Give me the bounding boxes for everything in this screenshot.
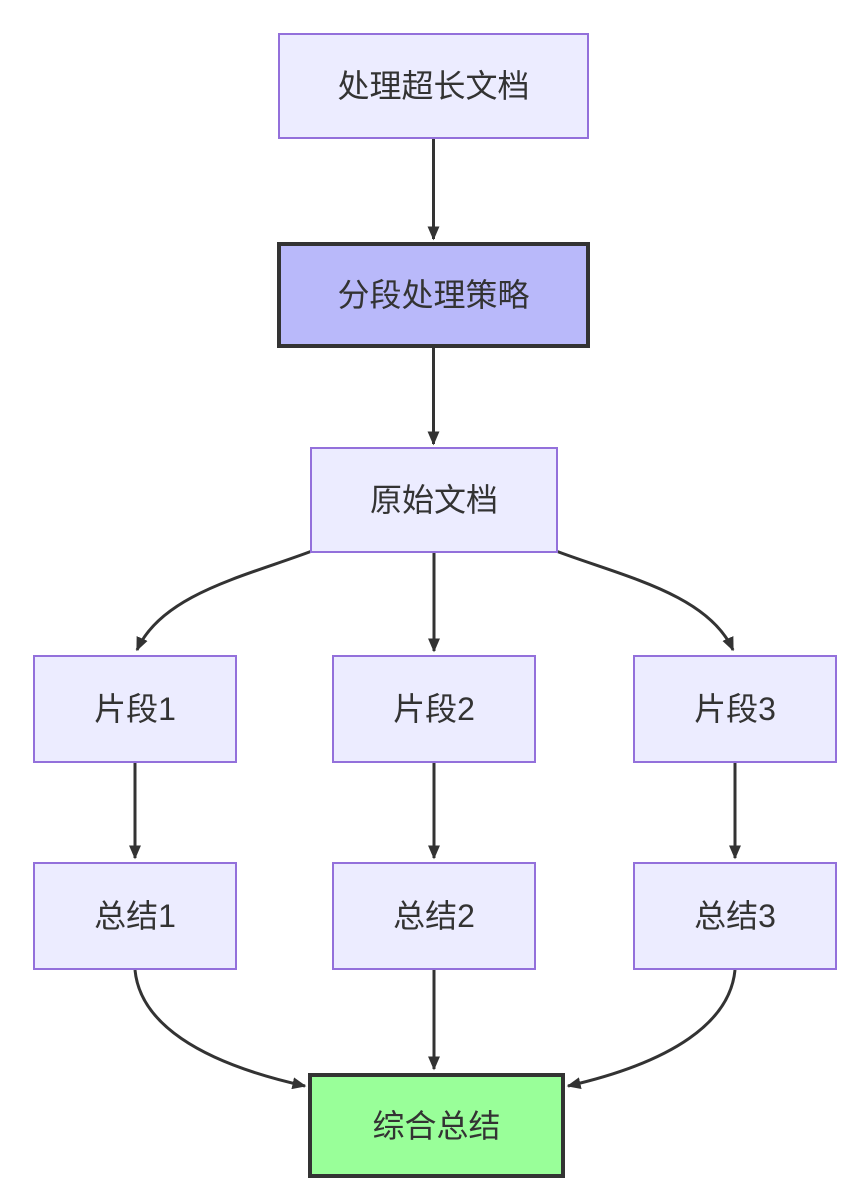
- node-fragment-3: 片段3: [633, 655, 837, 763]
- edge-I-J: [566, 969, 737, 1090]
- edge-C-F: [555, 549, 735, 652]
- node-fragment-2: 片段2: [332, 655, 536, 763]
- node-summary-2: 总结2: [332, 862, 536, 970]
- node-handle-long-document: 处理超长文档: [278, 33, 589, 139]
- node-fragment-1: 片段1: [33, 655, 237, 763]
- node-summary-1: 总结1: [33, 862, 237, 970]
- edge-C-D: [135, 549, 313, 652]
- node-final-summary: 综合总结: [308, 1073, 565, 1178]
- edge-G-J: [133, 969, 307, 1090]
- node-original-document: 原始文档: [310, 447, 558, 553]
- node-segmentation-strategy: 分段处理策略: [277, 242, 590, 348]
- node-summary-3: 总结3: [633, 862, 837, 970]
